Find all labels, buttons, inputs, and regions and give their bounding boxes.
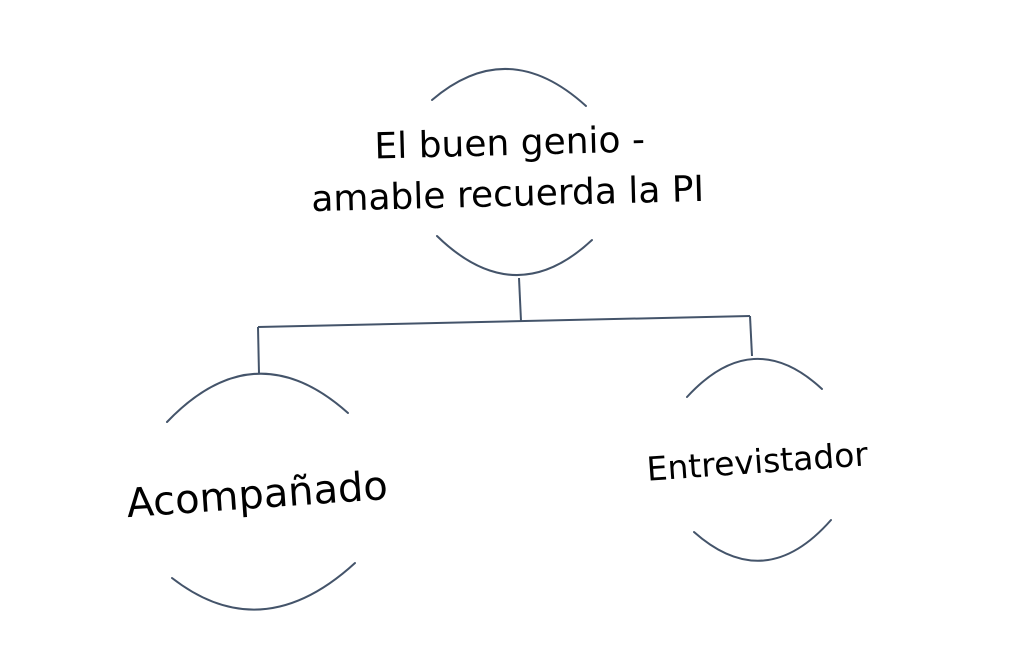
left-child-label: Acompañado xyxy=(125,463,389,527)
root-node-label-line1: El buen genio - xyxy=(374,119,646,167)
root-node-label-line2: amable recuerda la PI xyxy=(311,169,705,220)
right-child-label: Entrevistador xyxy=(645,434,869,488)
right-child-node: Entrevistador xyxy=(645,358,870,562)
connector-right-drop xyxy=(749,315,753,357)
root-node-bottom-arc xyxy=(436,235,593,276)
root-node-top-arc xyxy=(431,68,587,107)
root-node: El buen genio - amable recuerda la PI xyxy=(311,68,705,276)
left-child-top-arc xyxy=(166,372,349,423)
right-child-top-arc xyxy=(686,358,823,398)
left-child-node: Acompañado xyxy=(125,372,389,611)
left-child-bottom-arc xyxy=(171,562,356,611)
connector-root-stem xyxy=(518,277,522,322)
right-child-bottom-arc xyxy=(693,519,832,562)
connector-horizontal-bar xyxy=(257,315,751,328)
connector-left-drop xyxy=(257,326,260,375)
connectors xyxy=(257,277,753,375)
